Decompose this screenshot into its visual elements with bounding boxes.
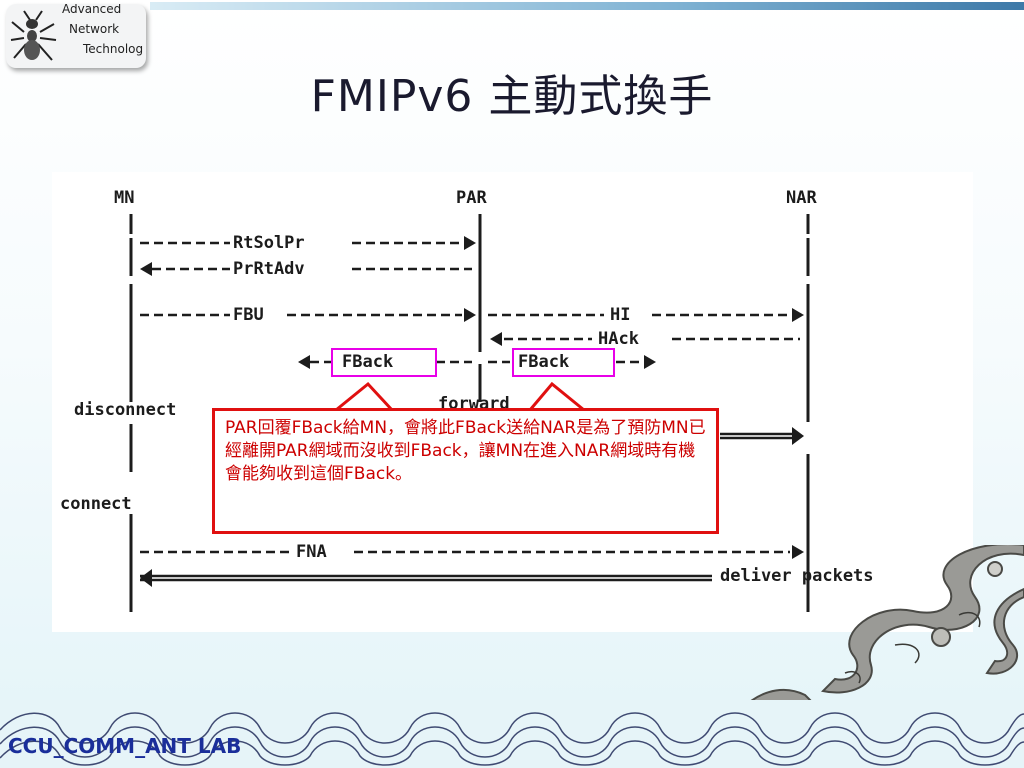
highlight-box-left xyxy=(331,348,437,377)
lab-logo: Advanced Network Technolog xyxy=(6,4,146,68)
message-fna: FNA xyxy=(296,542,327,562)
logo-line-3: Technolog xyxy=(83,42,144,56)
message-hack: HAck xyxy=(598,329,639,349)
sequence-diagram: MN PAR NAR RtSolPr PrRtAdv FBU HI HAck F… xyxy=(52,172,973,632)
diagram-lines xyxy=(129,214,810,612)
message-fback-left: FBack xyxy=(342,352,394,372)
ant-logo-icon xyxy=(10,10,57,61)
slide-title: FMIPv6 主動式換手 xyxy=(310,71,714,122)
wave-pattern-icon xyxy=(0,700,1024,768)
state-disconnect: disconnect xyxy=(74,400,177,420)
logo-line-2: Network xyxy=(69,22,120,36)
node-mn: MN xyxy=(114,188,135,208)
top-decorative-rule xyxy=(150,2,1024,10)
state-connect: connect xyxy=(60,494,132,514)
footer-lab-name: CCU_COMM_ANT LAB xyxy=(8,734,242,758)
node-par: PAR xyxy=(456,188,487,208)
highlight-box-right xyxy=(512,348,615,377)
dragon-decoration-icon xyxy=(748,545,1024,705)
message-hi: HI xyxy=(610,305,631,325)
message-prrtadv: PrRtAdv xyxy=(233,259,305,279)
logo-line-1: Advanced xyxy=(62,4,122,16)
explanation-callout: PAR回覆FBack給MN，會將此FBack送給NAR是為了預防MN已經離開PA… xyxy=(212,408,719,534)
message-fback-right: FBack xyxy=(518,352,570,372)
node-nar: NAR xyxy=(786,188,817,208)
message-fbu: FBU xyxy=(233,305,264,325)
message-rtsolpr: RtSolPr xyxy=(233,233,305,253)
message-deliver-packets: deliver packets xyxy=(720,566,874,586)
